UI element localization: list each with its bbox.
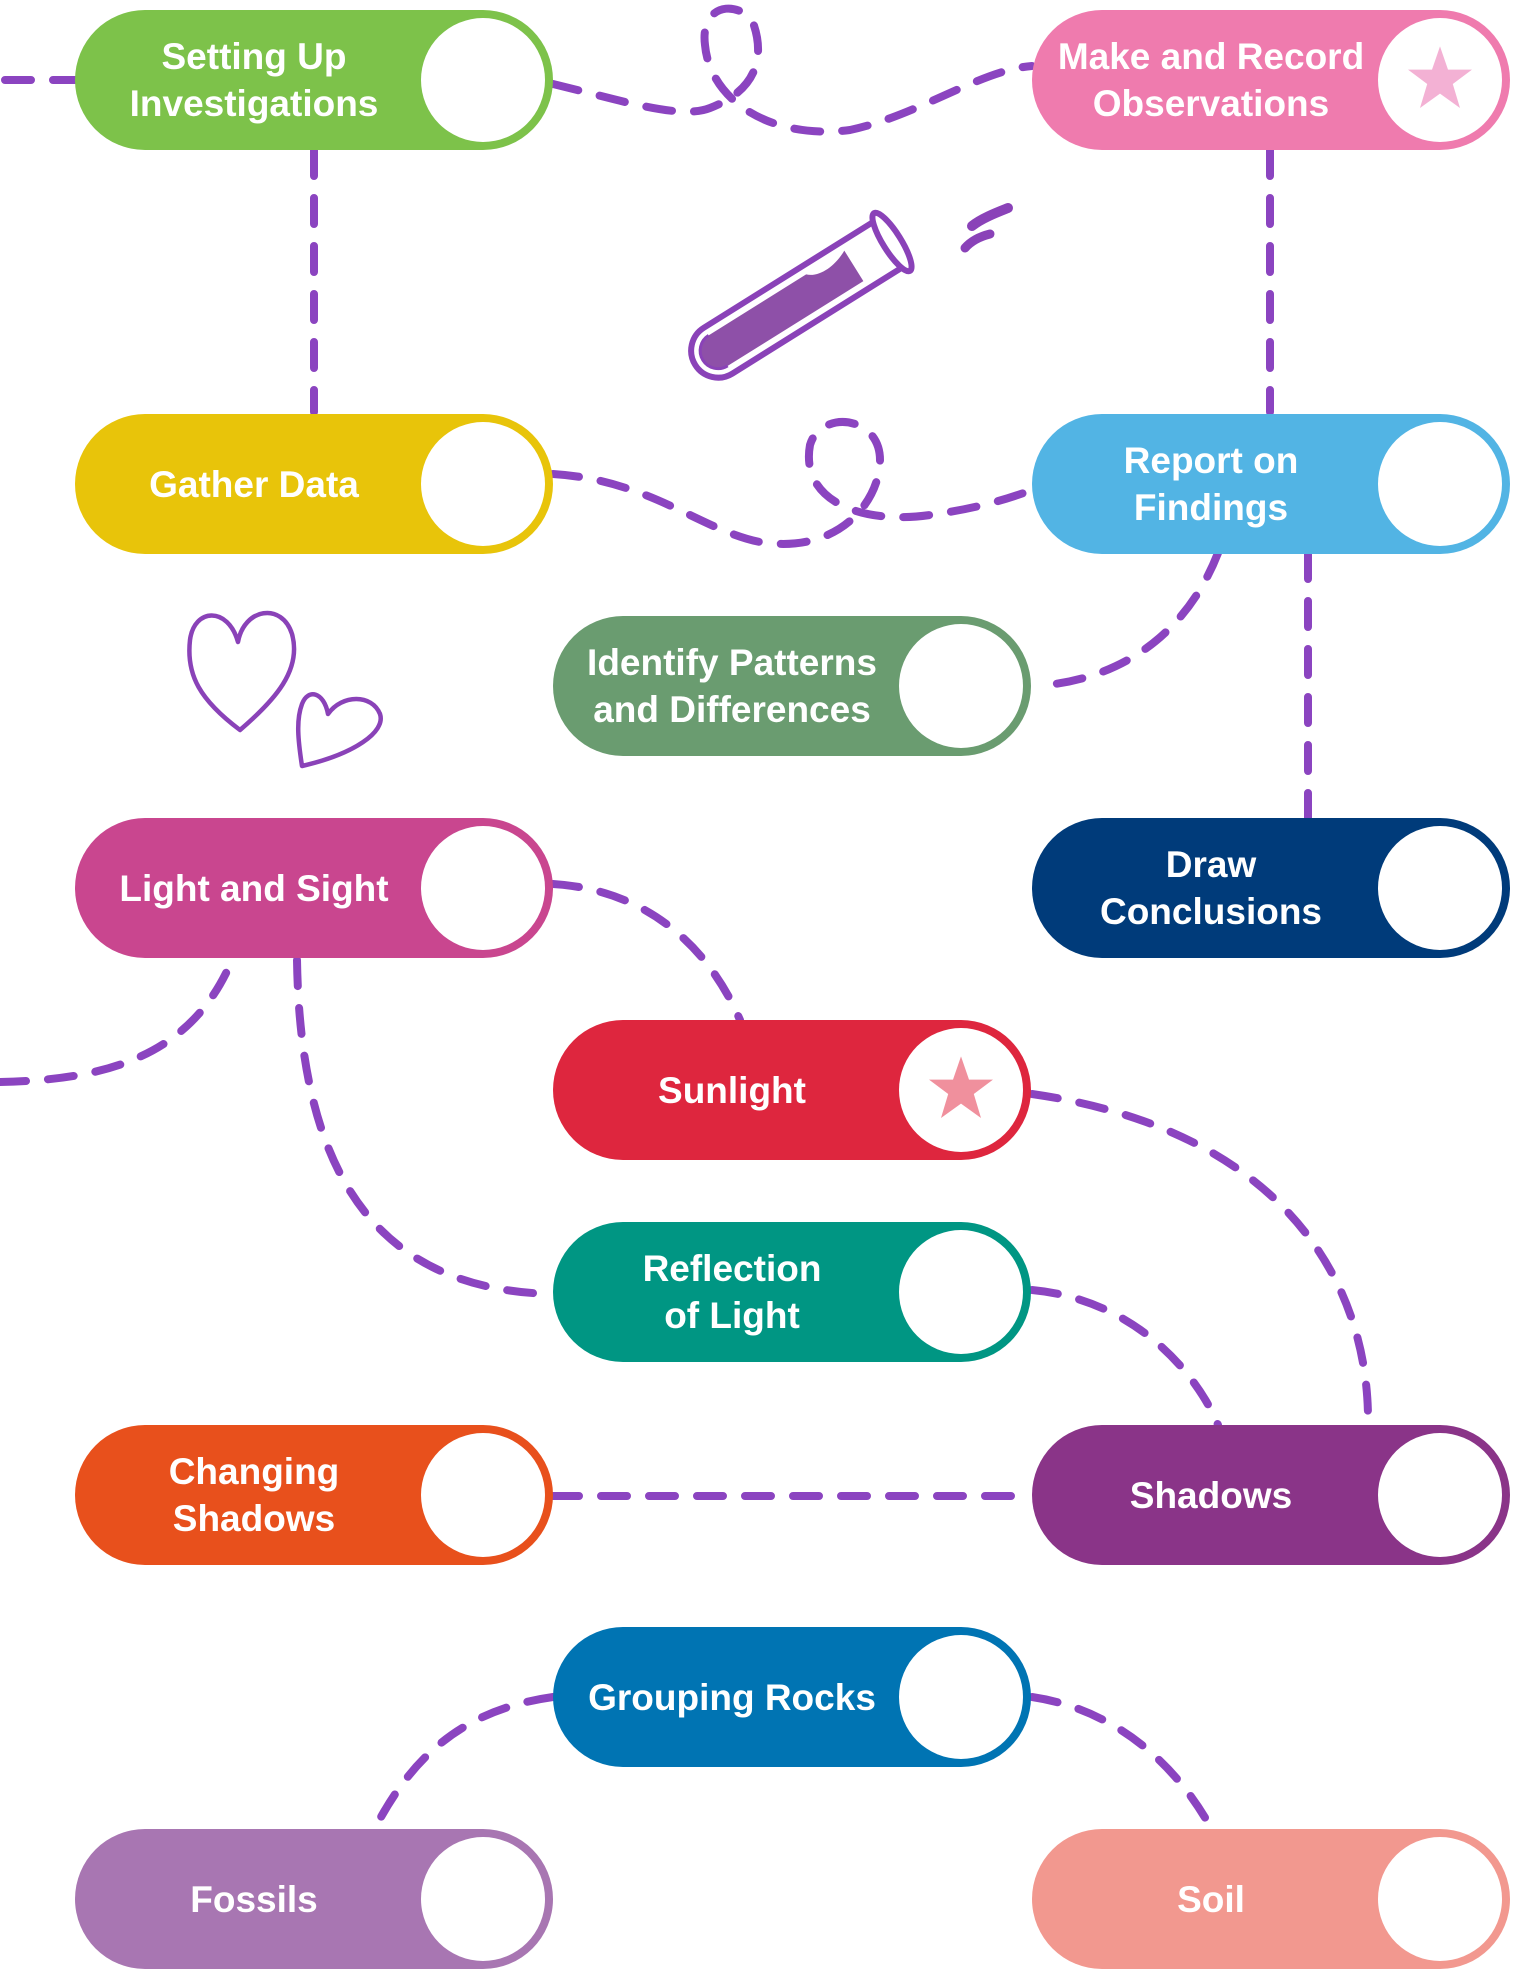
node-label: Changing Shadows <box>168 1451 340 1539</box>
connector-light-to-reflection <box>293 956 557 1298</box>
node-circle <box>1378 1837 1502 1961</box>
node-shadows[interactable]: Shadows <box>1032 1425 1510 1565</box>
node-label: Report on Findings <box>1123 440 1299 528</box>
node-label: Fossils <box>190 1878 318 1920</box>
connector-report-to-patterns <box>1031 549 1222 690</box>
node-label: Reflection of Light <box>642 1248 822 1336</box>
node-circle <box>1378 18 1502 142</box>
node-circle <box>1378 826 1502 950</box>
node-label: Make and Record Observations <box>1057 36 1365 124</box>
connector-setup-to-observe <box>549 4 1036 136</box>
node-light-and-sight[interactable]: Light and Sight <box>75 818 553 958</box>
node-identify-patterns-and-differences[interactable]: Identify Patterns and Differences <box>553 616 1031 756</box>
connector-light-to-sunlight <box>549 880 744 1024</box>
node-soil[interactable]: Soil <box>1032 1829 1510 1969</box>
node-label: Identify Patterns and Differences <box>587 642 877 730</box>
node-circle <box>421 1837 545 1961</box>
node-label: Grouping Rocks <box>588 1676 876 1718</box>
node-sunlight[interactable]: Sunlight <box>553 1020 1031 1160</box>
node-circle <box>421 1433 545 1557</box>
node-circle <box>899 624 1023 748</box>
node-gather-data[interactable]: Gather Data <box>75 414 553 554</box>
node-grouping-rocks[interactable]: Grouping Rocks <box>553 1627 1031 1767</box>
node-make-and-record-observations[interactable]: Make and Record Observations <box>1032 10 1510 150</box>
node-circle <box>421 18 545 142</box>
connector-left-edge-to-light <box>0 956 236 1086</box>
node-report-on-findings[interactable]: Report on Findings <box>1032 414 1510 554</box>
node-label: Soil <box>1177 1878 1245 1920</box>
node-draw-conclusions[interactable]: Draw Conclusions <box>1032 818 1510 958</box>
node-label: Light and Sight <box>119 867 389 909</box>
connector-rocks-to-soil <box>1028 1693 1216 1834</box>
test-tube-icon <box>688 203 1013 381</box>
heart-icon <box>187 610 297 733</box>
heart-icon <box>296 692 383 769</box>
node-label: Setting Up Investigations <box>129 36 379 124</box>
node-circle <box>899 1635 1023 1759</box>
node-label: Sunlight <box>658 1069 806 1111</box>
node-circle <box>1378 422 1502 546</box>
node-circle <box>421 422 545 546</box>
node-setting-up-investigations[interactable]: Setting Up Investigations <box>75 10 553 150</box>
node-label: Gather Data <box>149 463 359 505</box>
node-label: Draw Conclusions <box>1099 844 1323 932</box>
node-circle <box>899 1028 1023 1152</box>
star-icon <box>1408 46 1472 108</box>
node-reflection-of-light[interactable]: Reflection of Light <box>553 1222 1031 1362</box>
node-circle <box>1378 1433 1502 1557</box>
node-fossils[interactable]: Fossils <box>75 1829 553 1969</box>
connector-gather-to-report <box>549 418 1036 548</box>
connector-rocks-to-fossils <box>370 1693 557 1834</box>
node-circle <box>899 1230 1023 1354</box>
star-icon <box>929 1056 993 1118</box>
node-circle <box>421 826 545 950</box>
node-changing-shadows[interactable]: Changing Shadows <box>75 1425 553 1565</box>
connector-reflection-to-shadows <box>1028 1286 1222 1429</box>
connector-sunlight-to-shadows <box>1028 1090 1373 1429</box>
node-label: Shadows <box>1129 1474 1293 1516</box>
